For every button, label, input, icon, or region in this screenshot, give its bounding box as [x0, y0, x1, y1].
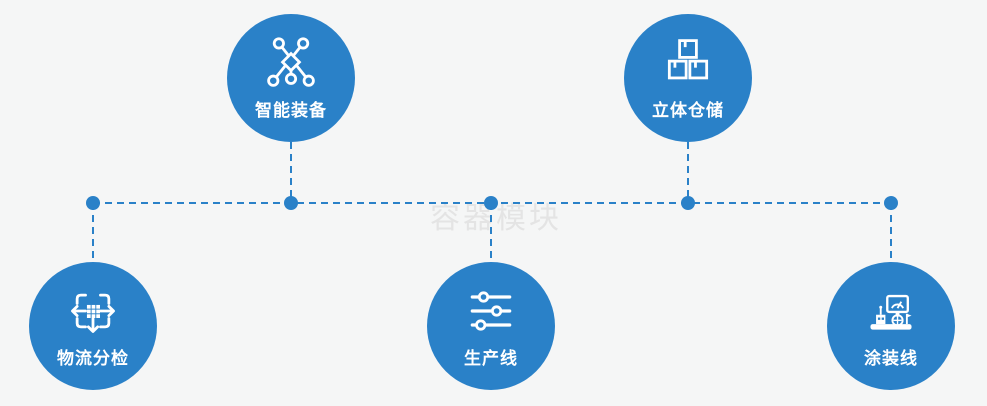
junction-dot — [681, 196, 695, 210]
node-label: 物流分检 — [57, 349, 129, 369]
distribution-arrows-icon — [65, 283, 121, 339]
node-label: 涂装线 — [864, 349, 918, 369]
node-label: 智能装备 — [255, 101, 327, 121]
junction-dot — [284, 196, 298, 210]
node-smart-equipment: 智能装备 — [227, 14, 355, 142]
network-nodes-icon — [263, 35, 319, 91]
node-label: 立体仓储 — [652, 101, 724, 121]
node-production-line: 生产线 — [427, 262, 555, 390]
junction-dot — [484, 196, 498, 210]
junction-dot — [884, 196, 898, 210]
node-label: 生产线 — [464, 349, 518, 369]
control-station-icon — [863, 283, 919, 339]
sliders-icon — [463, 283, 519, 339]
junction-dot — [86, 196, 100, 210]
node-warehouse: 立体仓储 — [624, 14, 752, 142]
node-painting-line: 涂装线 — [827, 262, 955, 390]
stacked-boxes-icon — [660, 35, 716, 91]
node-logistics-sorting: 物流分检 — [29, 262, 157, 390]
